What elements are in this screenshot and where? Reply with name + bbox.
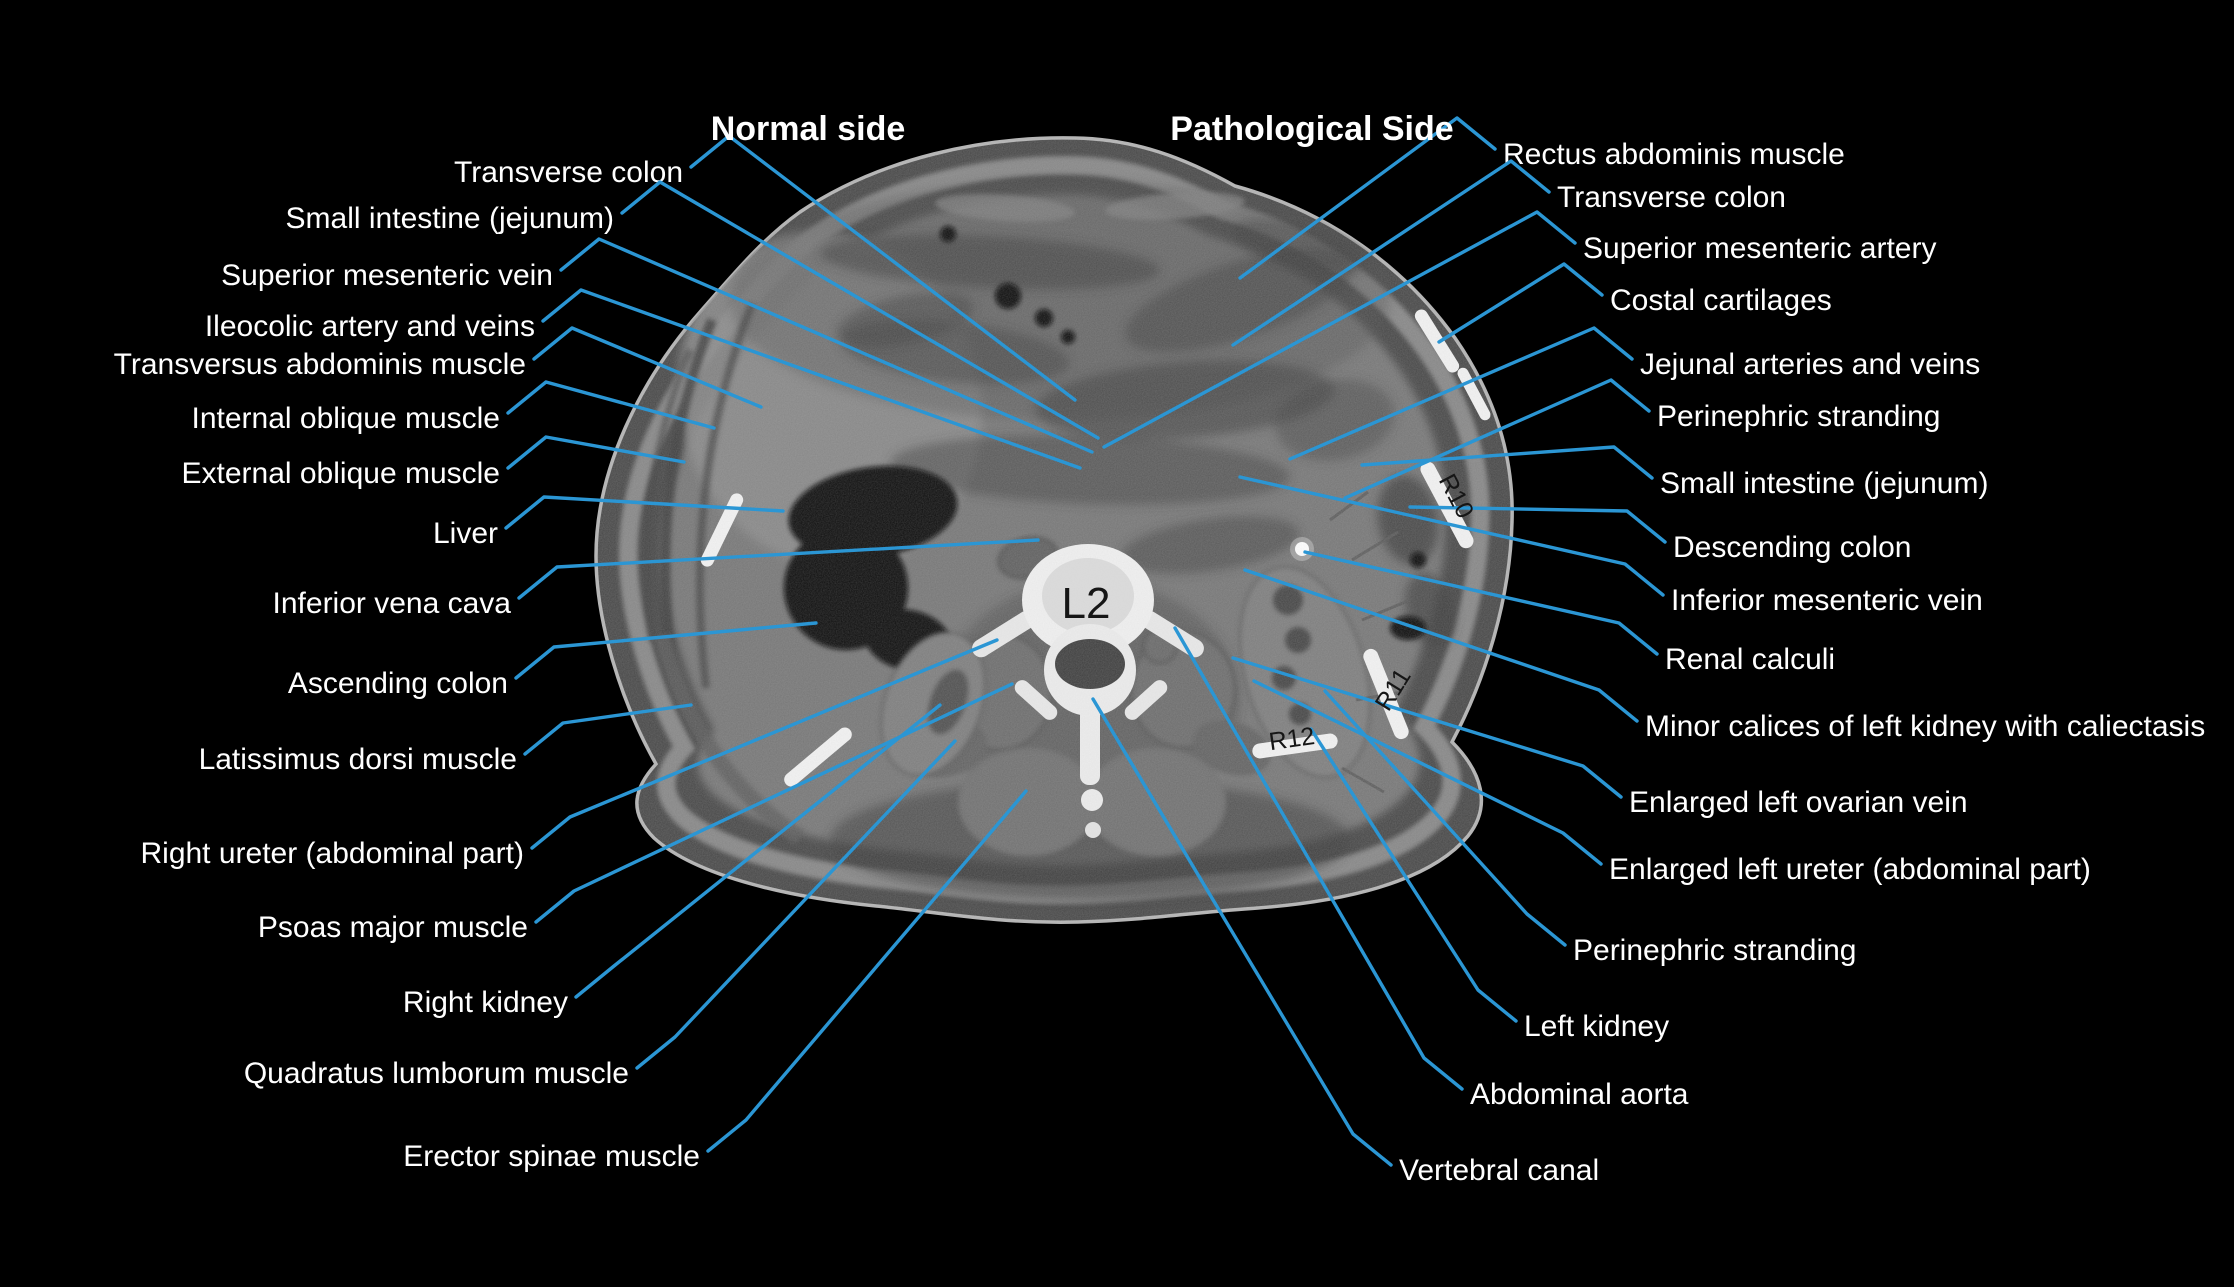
leader-left-3-ileocolic-artery-and-veins [541, 288, 1082, 470]
leader-right-3-costal-cartilages [1437, 262, 1604, 344]
label-left-10-latissimus-dorsi-muscle: Latissimus dorsi muscle [199, 743, 517, 776]
header-normal-side: Normal side [711, 110, 906, 148]
label-right-10-minor-calices-of-left-kidney-with-caliectasis: Minor calices of left kidney with caliec… [1645, 710, 2205, 743]
label-right-2-superior-mesenteric-artery: Superior mesenteric artery [1583, 232, 1936, 265]
leader-right-6-small-intestine-jejunum [1360, 445, 1654, 480]
leader-left-2-superior-mesenteric-vein [559, 237, 1094, 454]
label-left-0-transverse-colon: Transverse colon [454, 156, 683, 189]
leader-right-13-perinephric-stranding [1323, 689, 1567, 947]
label-right-3-costal-cartilages: Costal cartilages [1610, 284, 1832, 317]
label-right-13-perinephric-stranding: Perinephric stranding [1573, 934, 1857, 967]
label-left-11-right-ureter-abdominal-part: Right ureter (abdominal part) [140, 837, 524, 870]
leader-left-7-liver [504, 495, 785, 530]
label-left-2-superior-mesenteric-vein: Superior mesenteric vein [221, 259, 553, 292]
ct-scan [594, 136, 1514, 924]
leader-right-7-descending-colon [1408, 505, 1667, 544]
label-right-0-rectus-abdominis-muscle: Rectus abdominis muscle [1503, 138, 1845, 171]
leader-left-15-erector-spinae-muscle [706, 789, 1028, 1153]
leader-right-14-left-kidney [1309, 727, 1518, 1023]
leader-right-2-superior-mesenteric-artery [1102, 210, 1577, 449]
leader-left-1-small-intestine-jejunum [620, 180, 1100, 440]
label-right-4-jejunal-arteries-and-veins: Jejunal arteries and veins [1640, 348, 1980, 381]
leader-right-1-transverse-colon [1231, 159, 1551, 347]
marker-l2: L2 [1062, 579, 1111, 628]
label-right-15-abdominal-aorta: Abdominal aorta [1470, 1078, 1689, 1111]
leader-left-0-transverse-colon [689, 134, 1077, 402]
leader-left-14-quadratus-lumborum-muscle [635, 739, 957, 1070]
header-pathological-side: Pathological Side [1170, 110, 1453, 148]
label-left-15-erector-spinae-muscle: Erector spinae muscle [403, 1140, 700, 1173]
leader-left-9-ascending-colon [514, 621, 818, 680]
leader-left-10-latissimus-dorsi-muscle [523, 703, 693, 756]
ct-noise-texture [596, 137, 1513, 923]
leader-left-13-right-kidney [574, 703, 942, 999]
label-left-8-inferior-vena-cava: Inferior vena cava [273, 587, 512, 620]
leader-right-10-minor-calices-of-left-kidney-with-caliectasis [1243, 568, 1639, 723]
label-left-9-ascending-colon: Ascending colon [288, 667, 508, 700]
label-left-13-right-kidney: Right kidney [403, 986, 568, 1019]
marker-r12: R12 [1267, 722, 1316, 756]
label-right-8-inferior-mesenteric-vein: Inferior mesenteric vein [1671, 584, 1983, 617]
label-right-1-transverse-colon: Transverse colon [1557, 181, 1786, 214]
label-right-9-renal-calculi: Renal calculi [1665, 643, 1835, 676]
label-right-16-vertebral-canal: Vertebral canal [1399, 1154, 1599, 1187]
label-left-4-transversus-abdominis-muscle: Transversus abdominis muscle [114, 348, 526, 381]
label-left-14-quadratus-lumborum-muscle: Quadratus lumborum muscle [244, 1057, 629, 1090]
leader-left-8-inferior-vena-cava [517, 538, 1040, 600]
leader-left-11-right-ureter-abdominal-part [530, 638, 999, 850]
label-right-6-small-intestine-jejunum: Small intestine (jejunum) [1660, 467, 1988, 500]
leader-right-8-inferior-mesenteric-vein [1238, 475, 1665, 597]
label-right-12-enlarged-left-ureter-abdominal-part: Enlarged left ureter (abdominal part) [1609, 853, 2091, 886]
label-left-6-external-oblique-muscle: External oblique muscle [181, 457, 500, 490]
label-left-5-internal-oblique-muscle: Internal oblique muscle [191, 402, 500, 435]
leader-right-11-enlarged-left-ovarian-vein [1231, 656, 1623, 799]
leader-right-9-renal-calculi [1303, 550, 1659, 656]
label-left-12-psoas-major-muscle: Psoas major muscle [258, 911, 528, 944]
leader-left-5-internal-oblique-muscle [506, 380, 716, 430]
leader-right-12-enlarged-left-ureter-abdominal-part [1252, 679, 1603, 866]
leader-left-4-transversus-abdominis-muscle [532, 326, 763, 409]
leader-right-15-abdominal-aorta [1173, 626, 1464, 1091]
leader-left-12-psoas-major-muscle [534, 682, 1014, 924]
label-right-11-enlarged-left-ovarian-vein: Enlarged left ovarian vein [1629, 786, 1968, 819]
label-right-5-perinephric-stranding: Perinephric stranding [1657, 400, 1941, 433]
leader-right-4-jejunal-arteries-and-veins [1288, 326, 1634, 461]
leader-right-16-vertebral-canal [1091, 697, 1393, 1167]
label-left-1-small-intestine-jejunum: Small intestine (jejunum) [286, 202, 614, 235]
label-right-7-descending-colon: Descending colon [1673, 531, 1912, 564]
label-left-3-ileocolic-artery-and-veins: Ileocolic artery and veins [205, 310, 535, 343]
label-right-14-left-kidney: Left kidney [1524, 1010, 1669, 1043]
leader-right-0-rectus-abdominis-muscle [1238, 116, 1497, 280]
label-left-7-liver: Liver [433, 517, 498, 550]
leader-left-6-external-oblique-muscle [506, 435, 686, 470]
